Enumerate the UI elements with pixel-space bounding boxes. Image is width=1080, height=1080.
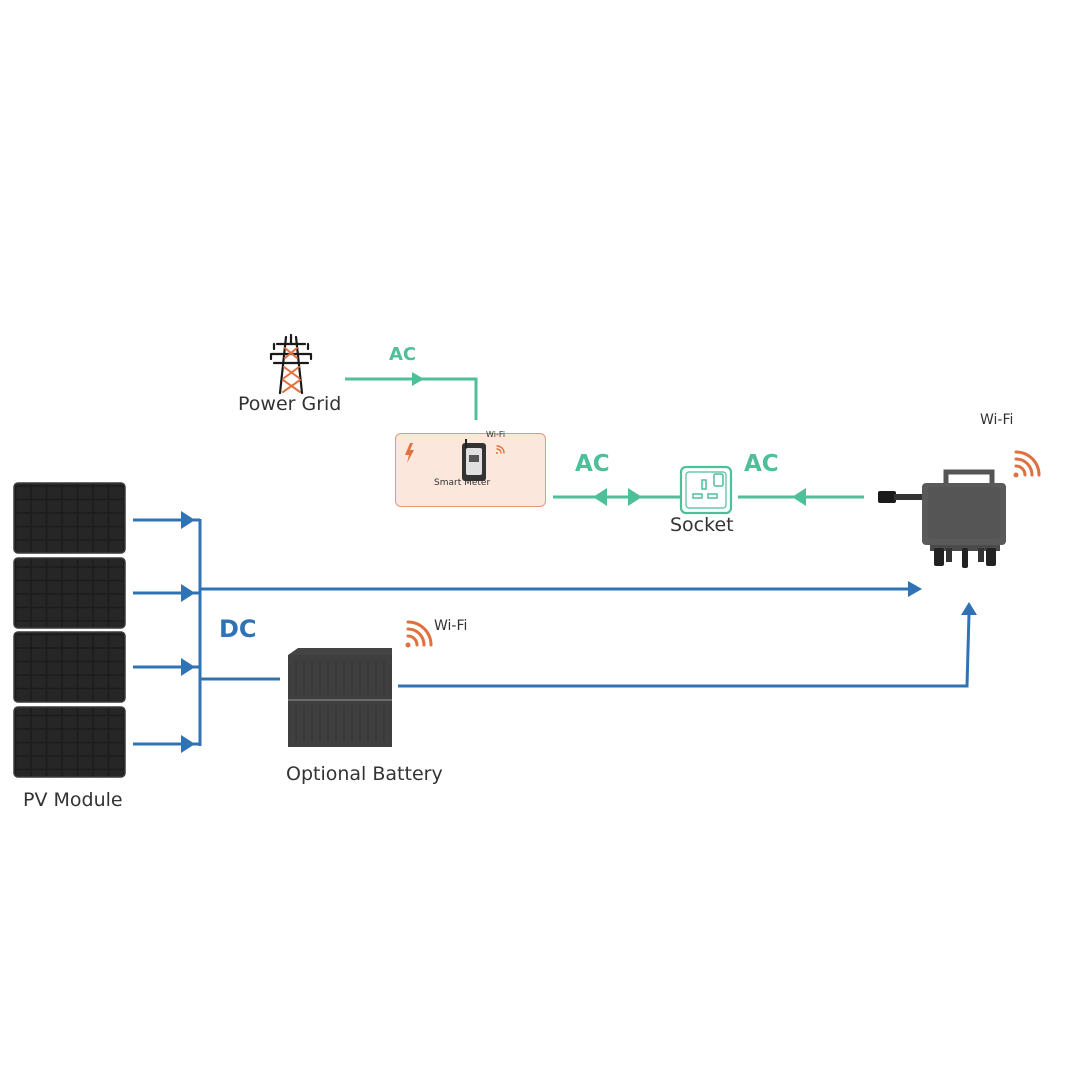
smart-meter-label: Smart Meter (434, 478, 491, 488)
dc-arrow-inverter (908, 581, 922, 597)
ac-arrow-left-inverter (792, 488, 806, 506)
dc-arrow-pv3 (181, 658, 195, 676)
ac-arrow-grid (412, 372, 424, 386)
micro-inverter-icon (878, 469, 1006, 568)
ac-arrows (412, 372, 806, 506)
wifi-icon (496, 445, 505, 454)
solar-panel-icon (13, 557, 126, 629)
dc-lines (133, 518, 971, 746)
ac-arrow-left-meter (593, 488, 607, 506)
dc-arrows (181, 511, 977, 753)
meter-wifi-label: Wi-Fi (486, 430, 506, 439)
optional-battery-label: Optional Battery (286, 763, 443, 785)
inverter-wifi-label: Wi-Fi (980, 412, 1014, 428)
ac-label-grid: AC (389, 344, 417, 365)
battery-stack-icon (288, 648, 392, 747)
solar-panel-icon (13, 706, 126, 778)
smart-meter-panel: Smart Meter Wi-Fi (395, 430, 546, 507)
smart-meter-graphics (405, 439, 505, 481)
dc-arrow-pv2 (181, 584, 195, 602)
dc-arrow-pv4 (181, 735, 195, 753)
lightning-icon (405, 443, 414, 463)
ac-label-meter-socket: AC (575, 451, 610, 477)
battery-to-inverter-line (398, 613, 971, 688)
solar-panel-icon (13, 631, 126, 703)
smart-meter-icon (462, 439, 486, 481)
grid-to-meter-line (345, 377, 478, 420)
ac-arrow-right-socket (628, 488, 642, 506)
pv-module-label: PV Module (23, 789, 123, 811)
wifi-icon (405, 620, 433, 648)
power-grid-label: Power Grid (238, 393, 342, 415)
ac-label-inverter-socket: AC (744, 451, 779, 477)
dc-label: DC (219, 615, 257, 643)
power-tower-icon (269, 333, 313, 395)
battery-wifi-label: Wi-Fi (434, 618, 468, 634)
wall-socket-icon (679, 465, 733, 515)
pv-modules (13, 482, 126, 778)
socket-label: Socket (670, 514, 734, 536)
dc-arrow-up-inverter (961, 602, 977, 615)
wifi-icon (1013, 450, 1041, 478)
dc-arrow-pv1 (181, 511, 195, 529)
solar-panel-icon (13, 482, 126, 554)
